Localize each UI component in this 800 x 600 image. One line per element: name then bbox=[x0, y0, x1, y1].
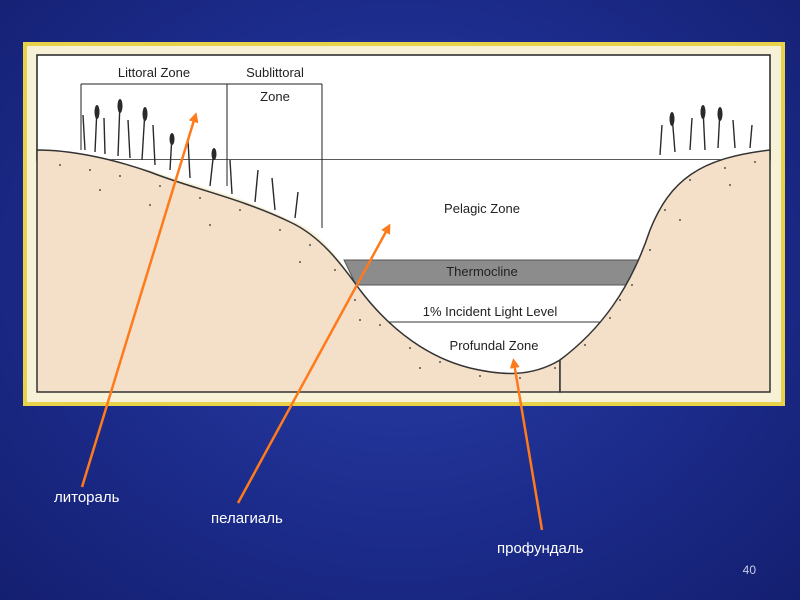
pelagic-zone-label: Pelagic Zone bbox=[444, 201, 520, 216]
pelagic-arrow bbox=[236, 223, 391, 504]
right-cattail-heads bbox=[669, 105, 723, 126]
left-cattail-heads bbox=[94, 99, 217, 160]
right-vegetation bbox=[659, 107, 753, 156]
zone-boundaries bbox=[80, 83, 323, 228]
right-bank bbox=[559, 149, 771, 393]
sediment-speckles bbox=[59, 161, 756, 379]
profundal-caption: профундаль bbox=[497, 540, 584, 557]
profundal-zone-label: Profundal Zone bbox=[450, 338, 539, 353]
littoral-caption: литораль bbox=[54, 489, 120, 506]
above-water-area bbox=[36, 54, 771, 161]
thermocline-label: Thermocline bbox=[446, 264, 518, 279]
pelagic-caption: пелагиаль bbox=[211, 510, 283, 527]
profundal-arrow bbox=[509, 358, 544, 531]
sublittoral-label-line2: Zone bbox=[260, 89, 290, 104]
littoral-arrow bbox=[80, 112, 199, 488]
light-level-label: 1% Incident Light Level bbox=[423, 304, 558, 319]
sublittoral-label-line1: Sublittoral bbox=[246, 65, 304, 80]
littoral-zone-label: Littoral Zone bbox=[118, 65, 190, 80]
slide-number: 40 bbox=[742, 563, 756, 577]
